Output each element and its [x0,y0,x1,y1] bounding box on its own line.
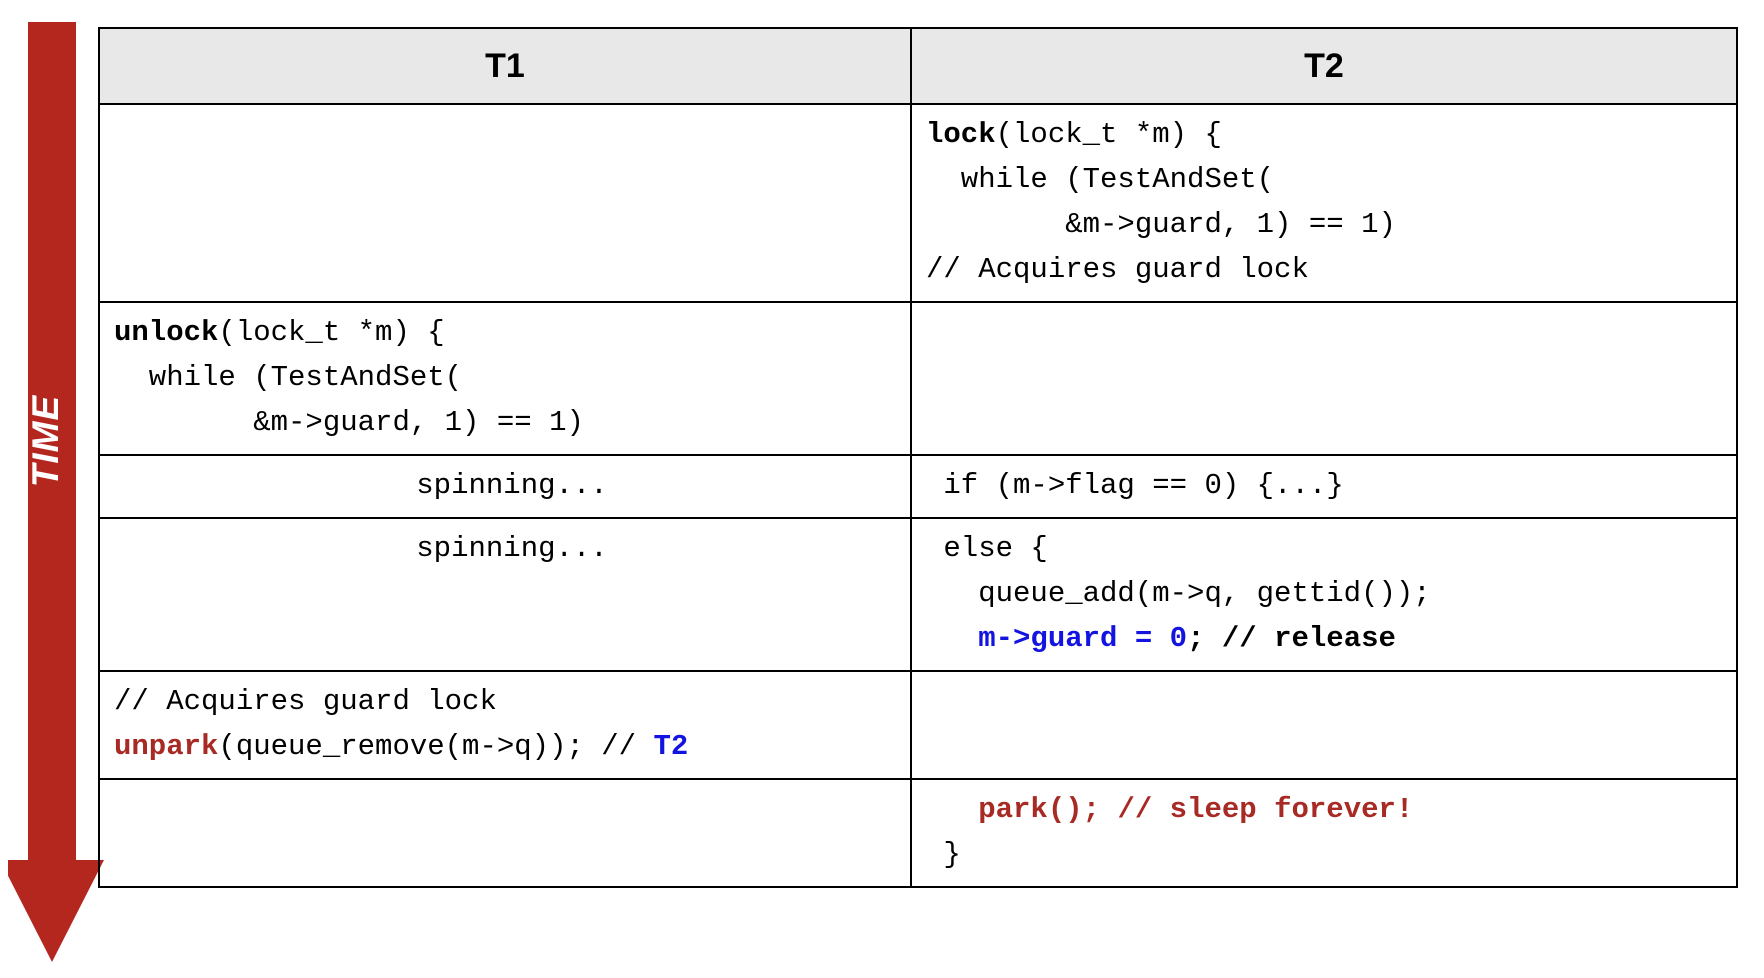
cell-t2 [910,301,1738,456]
cell-t1: unlock(lock_t *m) { while (TestAndSet( &… [98,301,912,456]
code-line: &m->guard, 1) == 1) [926,202,1736,247]
code-token: // Acquires guard lock [114,685,497,718]
code-line: m->guard = 0; // release [926,616,1736,661]
code-token: spinning... [416,532,608,565]
code-line: park(); // sleep forever! [926,787,1736,832]
code-line: while (TestAndSet( [114,355,910,400]
code-token: (lock_t *m) { [995,118,1222,151]
cell-t1 [98,103,912,303]
cell-t1: spinning... [98,454,912,519]
code-token: lock [926,118,996,151]
code-line: queue_add(m->q, gettid()); [926,571,1736,616]
code-line: // Acquires guard lock [926,247,1736,292]
thread-timeline-table: T1 T2 lock(lock_t *m) { while (TestAndSe… [98,27,1738,888]
code-token: m->guard = 0 [978,622,1188,655]
code-block [912,303,1736,364]
table-row: unlock(lock_t *m) { while (TestAndSet( &… [98,301,1738,456]
cell-t2 [910,670,1738,780]
code-line: while (TestAndSet( [926,157,1736,202]
code-token: } [926,838,961,871]
code-line: &m->guard, 1) == 1) [114,400,910,445]
time-arrow-icon [8,22,104,962]
code-token: ; // release [1187,622,1396,655]
code-token: unpark [114,730,219,763]
code-token [926,622,978,655]
table-row: spinning... if (m->flag == 0) {...} [98,454,1738,519]
code-token: if (m->flag == 0) {...} [926,469,1344,502]
code-line: } [926,832,1736,877]
code-token: while (TestAndSet( [926,163,1275,196]
code-token [926,793,978,826]
code-token: (lock_t *m) { [218,316,445,349]
code-line: // Acquires guard lock [114,679,910,724]
table-row: // Acquires guard lock unpark(queue_remov… [98,670,1738,780]
code-block [100,780,910,841]
cell-t2: lock(lock_t *m) { while (TestAndSet( &m-… [910,103,1738,303]
table-row: lock(lock_t *m) { while (TestAndSet( &m-… [98,103,1738,303]
column-header-t2: T2 [910,27,1738,105]
code-block: if (m->flag == 0) {...} [912,456,1736,517]
code-line: spinning... [114,526,910,571]
time-axis-arrow: TIME [8,22,104,962]
code-block: unlock(lock_t *m) { while (TestAndSet( &… [100,303,910,454]
code-token: else { [926,532,1048,565]
code-block [912,672,1736,733]
code-line: unlock(lock_t *m) { [114,310,910,355]
code-token: park [978,793,1048,826]
table-row: park(); // sleep forever! } [98,778,1738,888]
code-block: else { queue_add(m->q, gettid()); m->gua… [912,519,1736,670]
table-row: spinning... else { queue_add(m->q, getti… [98,517,1738,672]
code-block [100,105,910,166]
cell-t2: park(); // sleep forever! } [910,778,1738,888]
code-token: T2 [653,730,689,763]
table-header-row: T1 T2 [98,27,1738,105]
code-line: spinning... [114,463,910,508]
code-token: (queue_remove(m->q)); // [218,730,654,763]
code-line: lock(lock_t *m) { [926,112,1736,157]
cell-t1 [98,778,912,888]
code-line: if (m->flag == 0) {...} [926,463,1736,508]
code-block: // Acquires guard lock unpark(queue_remov… [100,672,910,778]
code-token: (); // sleep forever! [1047,793,1414,826]
code-block: lock(lock_t *m) { while (TestAndSet( &m-… [912,105,1736,301]
code-line: else { [926,526,1736,571]
code-token: // Acquires guard lock [926,253,1309,286]
code-token: while (TestAndSet( [114,361,463,394]
code-block: spinning... [100,456,910,517]
code-token: unlock [114,316,219,349]
code-block: spinning... [100,519,910,580]
cell-t2: if (m->flag == 0) {...} [910,454,1738,519]
cell-t1: // Acquires guard lock unpark(queue_remov… [98,670,912,780]
cell-t1: spinning... [98,517,912,672]
code-block: park(); // sleep forever! } [912,780,1736,886]
time-axis-label: TIME [25,394,66,488]
column-header-t1: T1 [98,27,912,105]
code-token: spinning... [416,469,608,502]
code-token: queue_add(m->q, gettid()); [926,577,1431,610]
table-body: lock(lock_t *m) { while (TestAndSet( &m-… [98,103,1738,888]
code-token: &m->guard, 1) == 1) [114,406,584,439]
code-line: unpark(queue_remove(m->q)); // T2 [114,724,910,769]
cell-t2: else { queue_add(m->q, gettid()); m->gua… [910,517,1738,672]
code-token: &m->guard, 1) == 1) [926,208,1396,241]
